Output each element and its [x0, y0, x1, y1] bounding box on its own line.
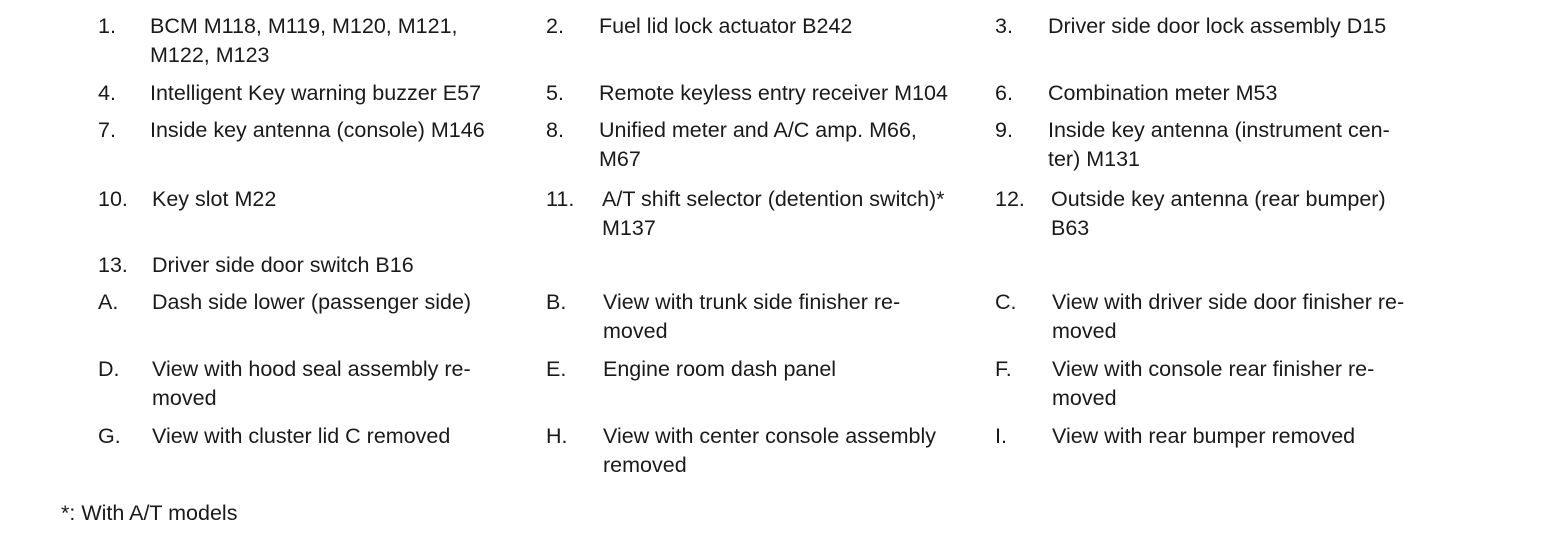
legend-item-text: Engine room dash panel: [603, 355, 836, 384]
legend-item-text-line: M122, M123: [150, 43, 270, 67]
legend-item-text: Fuel lid lock actuator B242: [599, 12, 852, 41]
legend-item-text: View with hood seal assembly re-moved: [152, 355, 471, 413]
legend-item-text-line: Outside key antenna (rear bumper): [1051, 187, 1386, 211]
legend-item-label: A.: [98, 290, 119, 314]
legend-item-text-line: Dash side lower (passenger side): [152, 290, 472, 314]
legend-item-text-line: Inside key antenna (instrument cen-: [1048, 118, 1390, 142]
footnote: *: With A/T models: [61, 501, 238, 525]
legend-item-text-line: removed: [603, 453, 687, 477]
legend-item-text-line: Driver side door lock assembly D15: [1048, 14, 1387, 38]
legend-item-label: 5.: [546, 81, 564, 105]
legend-item-text: View with trunk side finisher re-moved: [603, 288, 900, 346]
legend-item-label: 9.: [995, 118, 1013, 142]
legend-item-text: A/T shift selector (detention switch)* M1…: [602, 185, 945, 243]
legend-item-text-line: View with driver side door finisher re-: [1052, 290, 1405, 314]
legend-item-text: View with center console assembly removed: [603, 422, 936, 480]
legend-item-text-line: View with rear bumper removed: [1052, 424, 1356, 448]
legend-item-text-line: A/T shift selector (detention switch)*: [602, 187, 945, 211]
legend-item-text-line: View with hood seal assembly re-: [152, 357, 471, 381]
legend-item-text: View with driver side door finisher re-m…: [1052, 288, 1404, 346]
legend-item-text: BCM M118, M119, M120, M121, M122, M123: [150, 12, 458, 70]
legend-item-label: I.: [995, 424, 1007, 448]
legend-item-text: View with rear bumper removed: [1052, 422, 1355, 451]
legend-item-text-line: View with trunk side finisher re-: [603, 290, 901, 314]
legend-item-label: 8.: [546, 118, 564, 142]
legend-item-text: Inside key antenna (console) M146: [150, 116, 485, 145]
legend-item-label: 7.: [98, 118, 116, 142]
legend-item-text-line: B63: [1051, 216, 1090, 240]
legend-item-text-line: Intelligent Key warning buzzer E57: [150, 81, 482, 105]
legend-item-text-line: View with center console assembly: [603, 424, 937, 448]
legend-item-text-line: Unified meter and A/C amp. M66,: [599, 118, 917, 142]
legend-item-label: 1.: [98, 14, 116, 38]
legend-item-label: B.: [546, 290, 567, 314]
legend-item-text-line: BCM M118, M119, M120, M121,: [150, 14, 458, 38]
legend-item-text: Remote keyless entry receiver M104: [599, 79, 948, 108]
legend-item-label: E.: [546, 357, 567, 381]
legend-item-label: 13.: [98, 253, 128, 277]
legend-item-text: Driver side door lock assembly D15: [1048, 12, 1386, 41]
legend-item-text-line: Engine room dash panel: [603, 357, 837, 381]
legend-item-text: Key slot M22: [152, 185, 276, 214]
legend-item-label: G.: [98, 424, 121, 448]
legend-item-text: Unified meter and A/C amp. M66, M67: [599, 116, 917, 174]
legend-item-text-line: Fuel lid lock actuator B242: [599, 14, 853, 38]
legend-item-label: 6.: [995, 81, 1013, 105]
legend-item-text-line: View with cluster lid C removed: [152, 424, 451, 448]
legend-item-text-line: Combination meter M53: [1048, 81, 1278, 105]
legend-item-text: Intelligent Key warning buzzer E57: [150, 79, 481, 108]
legend-item-text-line: moved: [152, 386, 217, 410]
legend-item-label: 12.: [995, 187, 1025, 211]
legend-item-label: F.: [995, 357, 1012, 381]
legend-item-text-line: M137: [602, 216, 656, 240]
legend-item-text-line: Key slot M22: [152, 187, 277, 211]
legend-item-text-line: Driver side door switch B16: [152, 253, 414, 277]
legend-item-label: H.: [546, 424, 568, 448]
legend-item-text-line: ter) M131: [1048, 147, 1141, 171]
legend-item-text-line: Inside key antenna (console) M146: [150, 118, 485, 142]
legend-item-label: 11.: [546, 187, 575, 211]
legend-item-text-line: moved: [1052, 319, 1117, 343]
legend-item-text: Inside key antenna (instrument cen-ter) …: [1048, 116, 1390, 174]
legend-item-text-line: Remote keyless entry receiver M104: [599, 81, 948, 105]
legend-item-label: 2.: [546, 14, 564, 38]
legend-item-text: Driver side door switch B16: [152, 251, 414, 280]
legend-item-text: Outside key antenna (rear bumper) B63: [1051, 185, 1386, 243]
legend-item-text-line: moved: [603, 319, 668, 343]
legend-item-label: 3.: [995, 14, 1013, 38]
legend-item-text: View with console rear finisher re-moved: [1052, 355, 1374, 413]
legend-item-label: 4.: [98, 81, 116, 105]
legend-item-label: 10.: [98, 187, 128, 211]
legend-item-label: C.: [995, 290, 1017, 314]
legend-item-text: Dash side lower (passenger side): [152, 288, 471, 317]
legend-item-text: Combination meter M53: [1048, 79, 1277, 108]
legend-item-text-line: M67: [599, 147, 641, 171]
legend-item-text-line: View with console rear finisher re-: [1052, 357, 1375, 381]
legend-item-text: View with cluster lid C removed: [152, 422, 450, 451]
legend-item-text-line: moved: [1052, 386, 1117, 410]
legend-item-label: D.: [98, 357, 120, 381]
